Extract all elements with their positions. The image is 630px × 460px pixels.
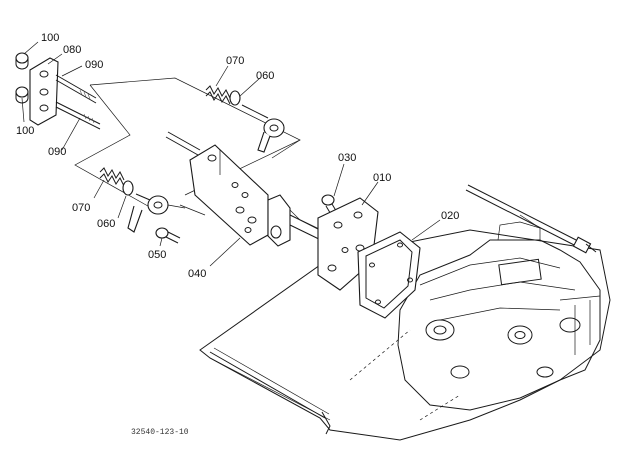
lever-060-top xyxy=(241,104,285,153)
label-100-top: 100 xyxy=(41,32,60,44)
part-020-gasket xyxy=(357,231,421,319)
label-010: 010 xyxy=(373,172,392,184)
nut-100-top xyxy=(15,52,29,70)
label-090-top: 090 xyxy=(85,59,104,71)
bolt-050 xyxy=(155,227,181,244)
label-060-top: 060 xyxy=(256,70,275,82)
label-070-bottom: 070 xyxy=(72,202,91,214)
label-leaders xyxy=(21,41,441,267)
spring-070-top xyxy=(205,85,241,106)
spring-070-bottom xyxy=(99,167,134,196)
label-060-bottom: 060 xyxy=(97,218,116,230)
part-040-plate xyxy=(165,131,269,246)
label-050: 050 xyxy=(148,249,167,261)
label-090-bottom: 090 xyxy=(48,146,67,158)
figure-id: 32540-123-10 xyxy=(131,428,189,437)
lever-060-bottom xyxy=(127,193,186,233)
shaft-bushing xyxy=(267,194,326,247)
nut-100-bottom xyxy=(15,86,29,104)
label-080: 080 xyxy=(63,44,82,56)
engine-housing xyxy=(199,221,611,441)
label-020: 020 xyxy=(441,210,460,222)
part-080-bracket xyxy=(29,57,101,130)
rod-upper-right xyxy=(465,184,597,254)
label-100-bottom: 100 xyxy=(16,125,35,137)
label-030: 030 xyxy=(338,152,357,164)
label-070-top: 070 xyxy=(226,55,245,67)
label-040: 040 xyxy=(188,268,207,280)
